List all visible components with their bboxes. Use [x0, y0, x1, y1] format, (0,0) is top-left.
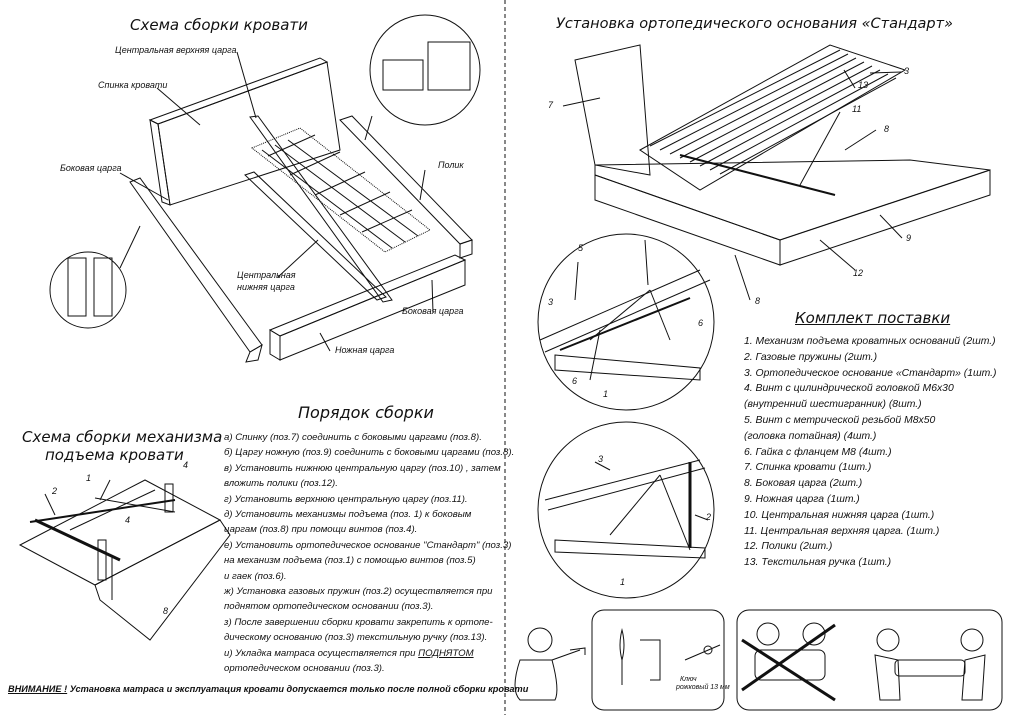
mech-callout-1: 1	[86, 473, 92, 483]
mechanism-title-2: подъема кровати	[45, 446, 184, 464]
kit-title: Комплект поставки	[795, 309, 951, 327]
assembly-steps: а) Спинку (поз.7) соединить с боковыми ц…	[224, 430, 514, 677]
install-callout-12: 12	[853, 268, 864, 278]
bed-assembly-drawing	[49, 14, 481, 363]
assembly-scheme-title: Схема сборки кровати	[130, 16, 308, 34]
kit-item: 8. Боковая царга (2шт.)	[744, 478, 863, 490]
kit-item: 10. Центральная нижняя царга (1шт.)	[744, 509, 935, 521]
kit-item: 12. Полики (2шт.)	[744, 541, 833, 553]
step-text: и) Укладка матраса осуществляется при	[224, 647, 416, 659]
mech-callout-8: 8	[163, 606, 169, 616]
install-callout-7: 7	[548, 100, 554, 110]
label-shelf: Полик	[438, 160, 464, 170]
warning-lead: ВНИМАНИЕ !	[8, 684, 68, 694]
kit-list: 1. Механизм подъема кроватных оснований …	[744, 334, 997, 571]
pictograms	[514, 609, 1003, 711]
circle2-callout-3: 3	[598, 454, 604, 464]
step-line: г) Установить верхнюю центральную царгу …	[224, 493, 468, 505]
step-line: ж) Установка газовых пружин (поз.2) осущ…	[224, 586, 493, 598]
circle1-callout-1: 1	[603, 389, 609, 399]
kit-item: (головка потайная) (4шт.)	[744, 430, 877, 442]
circle1-callout-6a: 6	[698, 318, 704, 328]
mechanism-drawing	[18, 479, 231, 641]
step-line: и гаек (поз.6).	[224, 570, 287, 582]
mech-callout-4a: 4	[183, 460, 189, 470]
label-foot: Ножная царга	[335, 345, 395, 355]
label-side-2: Боковая царга	[402, 306, 464, 316]
install-callout-11: 11	[852, 104, 862, 114]
base-install-drawing	[562, 44, 991, 301]
circle1-callout-3: 3	[548, 297, 554, 307]
install-title: Установка ортопедического основания «Ста…	[556, 16, 953, 32]
order-title: Порядок сборки	[298, 403, 434, 422]
kit-item: 9. Ножная царга (1шт.)	[744, 493, 860, 505]
wrench-label-1: Ключ	[680, 676, 697, 683]
warning-text: Установка матраса и эксплуатация кровати…	[67, 684, 529, 694]
step-line: б) Царгу ножную (поз.9) соединить с боко…	[224, 447, 515, 459]
step-line: дическому основанию (поз.3) текстильную …	[224, 632, 488, 644]
kit-item: 13. Текстильная ручка (1шт.)	[744, 557, 892, 569]
step-line: ортопедическом основании (поз.3).	[224, 663, 385, 675]
kit-item: 7. Спинка кровати (1шт.)	[744, 462, 872, 474]
kit-item: 1. Механизм подъема кроватных оснований …	[744, 336, 996, 347]
step-line: на механизм подъема (поз.1) с помощью ви…	[224, 555, 476, 567]
step-line: вложить полики (поз.12).	[224, 478, 338, 490]
label-central-top: Центральная верхняя царга	[115, 45, 237, 55]
warning-note: ВНИМАНИЕ ! Установка матраса и эксплуата…	[8, 684, 528, 694]
kit-item: 3. Ортопедическое основание «Стандарт» (…	[744, 367, 997, 379]
install-callout-8a: 8	[884, 124, 890, 134]
raised-word: ПОДНЯТОМ	[418, 647, 474, 659]
label-central-bottom-1: Центральная	[237, 270, 296, 280]
step-line: в) Установить нижнюю центральную царгу (…	[224, 462, 501, 474]
step-line: царгам (поз.8) при помощи винтов (поз.4)…	[224, 524, 418, 536]
circle1-callout-6b: 6	[572, 376, 578, 386]
step-line: з) После завершении сборки кровати закре…	[224, 616, 493, 628]
mechanism-title-1: Схема сборки механизма	[22, 428, 223, 446]
step-line: е) Установить ортопедическое основание "…	[224, 539, 512, 551]
kit-item: 5. Винт с метрической резьбой М8х50	[744, 414, 936, 426]
label-headboard: Спинка кровати	[98, 80, 168, 90]
step-line: д) Установить механизмы подъема (поз. 1)…	[224, 509, 472, 521]
kit-item: 4. Винт с цилиндрической головкой М6х30	[744, 383, 954, 395]
install-callout-9: 9	[906, 233, 912, 243]
kit-item: 11. Центральная верхняя царга. (1шт.)	[744, 525, 940, 537]
step-line: поднятом ортопедическом основании (поз.3…	[224, 601, 434, 613]
mech-callout-2: 2	[52, 486, 58, 496]
kit-item: (внутренний шестигранник) (8шт.)	[744, 399, 922, 411]
circle2-callout-2: 2	[706, 512, 712, 522]
label-side: Боковая царга	[60, 163, 122, 173]
circle1-callout-5: 5	[578, 243, 584, 253]
wrench-label-2: рожковый 13 мм	[676, 684, 730, 691]
detail-circle-2	[537, 421, 715, 599]
mech-callout-4b: 4	[125, 515, 131, 525]
step-line: и) Укладка матраса осуществляется при ПО…	[224, 646, 514, 661]
detail-circle-1	[537, 233, 715, 411]
kit-item: 2. Газовые пружины (2шт.)	[744, 351, 878, 363]
install-callout-3: 3	[904, 66, 910, 76]
kit-item: 6. Гайка с фланцем М8 (4шт.)	[744, 446, 892, 458]
install-callout-8b: 8	[755, 296, 761, 306]
install-callout-13: 13	[858, 80, 869, 90]
step-line: а) Спинку (поз.7) соединить с боковыми ц…	[224, 432, 482, 443]
label-central-bottom-2: нижняя царга	[237, 282, 295, 292]
circle2-callout-1: 1	[620, 577, 626, 587]
